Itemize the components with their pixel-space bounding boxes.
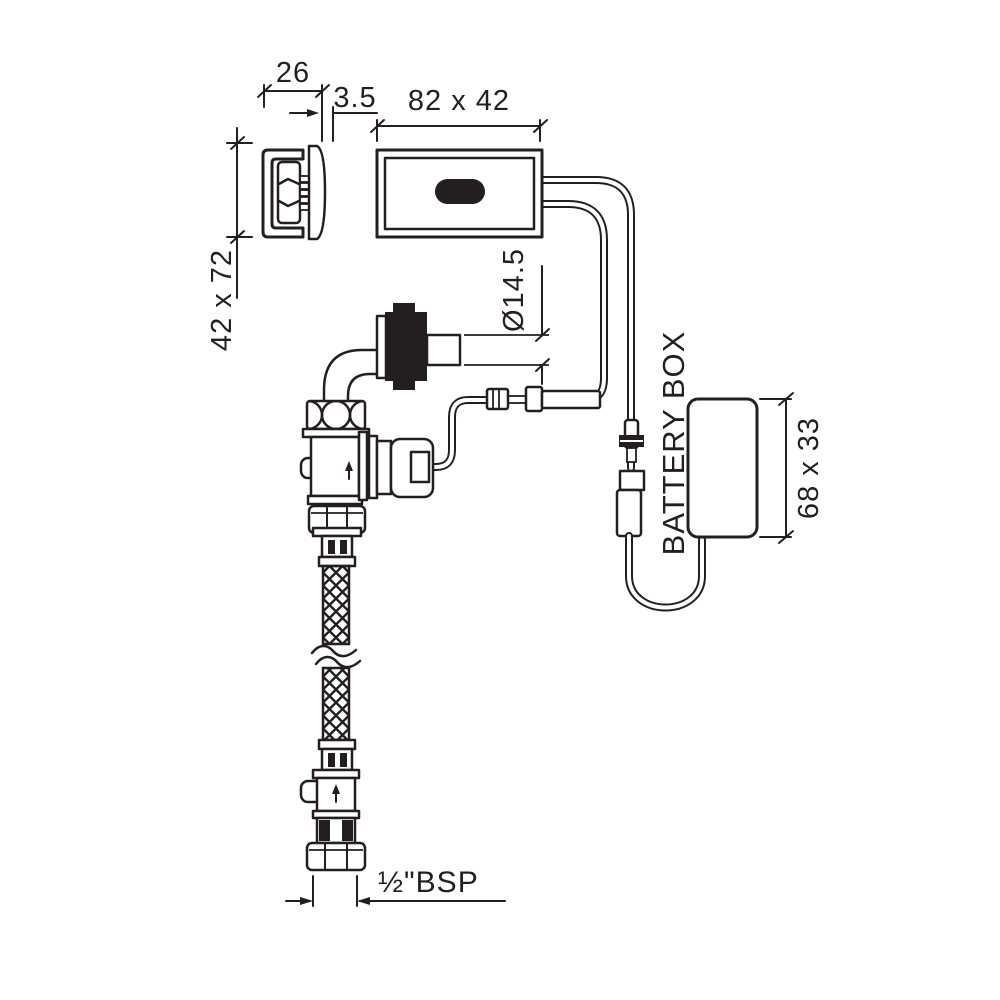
spreader-nozzle — [375, 303, 462, 390]
nozzle-collar — [375, 314, 388, 380]
battery-box — [686, 397, 759, 539]
solenoid-neck — [375, 439, 393, 496]
dim-42x72-label: 42 x 72 — [206, 249, 238, 351]
dim-bsp: ½"BSP — [285, 866, 506, 907]
nozzle-tip — [425, 333, 462, 367]
dim-42x72: 42 x 72 — [206, 127, 253, 351]
battery-plug-cap — [618, 469, 646, 492]
dim-68x33: 68 x 33 — [759, 392, 825, 544]
inlet-nut — [305, 841, 367, 872]
flex-hose — [310, 564, 362, 742]
sensor-window — [435, 179, 485, 204]
sensor-cables — [530, 176, 635, 472]
valve-body — [309, 435, 361, 498]
break-line-lower — [314, 655, 362, 669]
mounting-bracket — [261, 148, 305, 239]
solenoid-valve — [299, 430, 435, 506]
battery-cable — [615, 418, 706, 612]
dim-3-5-label: 3.5 — [333, 82, 376, 114]
inlet-elbow — [322, 348, 380, 438]
jack-body — [540, 389, 602, 410]
check-valve-arrow — [332, 784, 340, 794]
check-valve — [299, 768, 361, 845]
dim-82x42-label: 82 x 42 — [408, 85, 510, 117]
dim-nozzle-diameter: Ø14.5 — [464, 248, 550, 385]
dim-bsp-label: ½"BSP — [378, 866, 479, 899]
dim-nozzle-diameter-label: Ø14.5 — [498, 248, 530, 332]
solenoid-disc-1 — [357, 430, 369, 502]
battery-box-label: BATTERY BOX — [656, 331, 691, 556]
dim-82x42: 82 x 42 — [370, 85, 548, 142]
side-view-plate — [261, 144, 327, 241]
break-line-upper — [310, 644, 358, 658]
hose-top-fitting — [311, 526, 363, 568]
face-plate-profile — [307, 144, 327, 241]
jack-cap — [524, 385, 544, 413]
flow-arrow — [345, 461, 353, 471]
dim-68x33-label: 68 x 33 — [793, 417, 825, 519]
dim-26-label: 26 — [276, 57, 310, 89]
dim-26: 26 — [257, 57, 330, 142]
solenoid-cable — [424, 396, 496, 471]
plug-body — [485, 387, 510, 411]
battery-plug-body — [615, 488, 643, 538]
hose-bottom-fitting — [317, 738, 357, 772]
inline-connector-tip — [626, 447, 637, 463]
solenoid-terminal — [409, 450, 431, 484]
cable-connector-pair — [485, 385, 602, 413]
dim-3-5: 3.5 — [289, 82, 378, 142]
sensor-front-view — [375, 148, 544, 239]
valve-bottom-flange — [306, 494, 364, 506]
fixing-nut — [276, 160, 302, 225]
